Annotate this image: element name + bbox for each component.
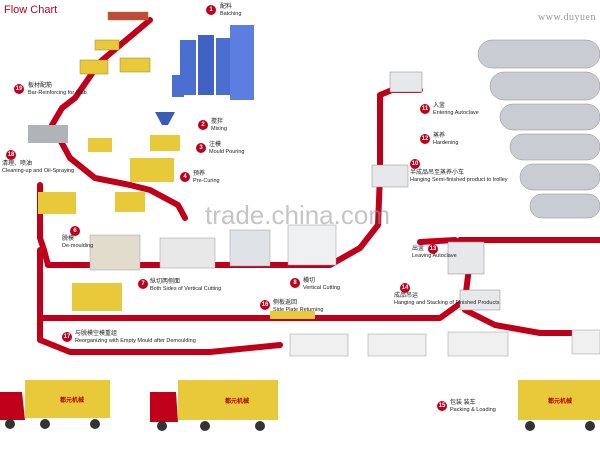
reinforcing-frames xyxy=(79,11,151,75)
step-number: 1 xyxy=(206,5,216,15)
path-main-row xyxy=(37,87,423,268)
truck-logo: 都元机械 xyxy=(60,398,85,404)
process-stations-row xyxy=(38,192,337,319)
step-number: 15 xyxy=(437,401,447,411)
cleaning-stations xyxy=(28,125,180,182)
truck-logo: 都元机械 xyxy=(548,399,573,405)
step-number: 2 xyxy=(198,120,208,130)
trolleys xyxy=(371,71,501,311)
step-number: 18 xyxy=(6,150,16,160)
step-number: 13 xyxy=(428,244,438,254)
truck-logo: 都元机械 xyxy=(225,399,250,405)
step-number: 12 xyxy=(420,134,430,144)
step-number: 7 xyxy=(138,279,148,289)
step-number: 4 xyxy=(180,172,190,182)
page-title: Flow Chart xyxy=(4,4,58,16)
truck-right xyxy=(518,380,600,431)
path-bottom-right xyxy=(462,307,600,336)
step-number: 8 xyxy=(290,278,300,288)
watermark: trade.china.com xyxy=(205,200,390,230)
path-top-loop xyxy=(49,17,188,221)
finished-stacks xyxy=(289,329,600,357)
truck-middle xyxy=(150,380,278,431)
step-number: 3 xyxy=(196,143,206,153)
step-number: 11 xyxy=(420,104,430,114)
site-url: www.duyuen xyxy=(538,12,596,23)
autoclaves xyxy=(477,39,600,219)
path-bottom-left xyxy=(37,315,283,355)
process-path xyxy=(37,17,600,355)
step-number: 10 xyxy=(410,159,420,169)
batching-tanks xyxy=(155,25,254,125)
step-number: 14 xyxy=(400,283,410,293)
truck-left xyxy=(0,380,110,429)
step-number: 16 xyxy=(260,300,270,310)
step-number: 19 xyxy=(14,84,24,94)
step-number: 17 xyxy=(62,332,72,342)
step-number: 6 xyxy=(70,226,80,236)
